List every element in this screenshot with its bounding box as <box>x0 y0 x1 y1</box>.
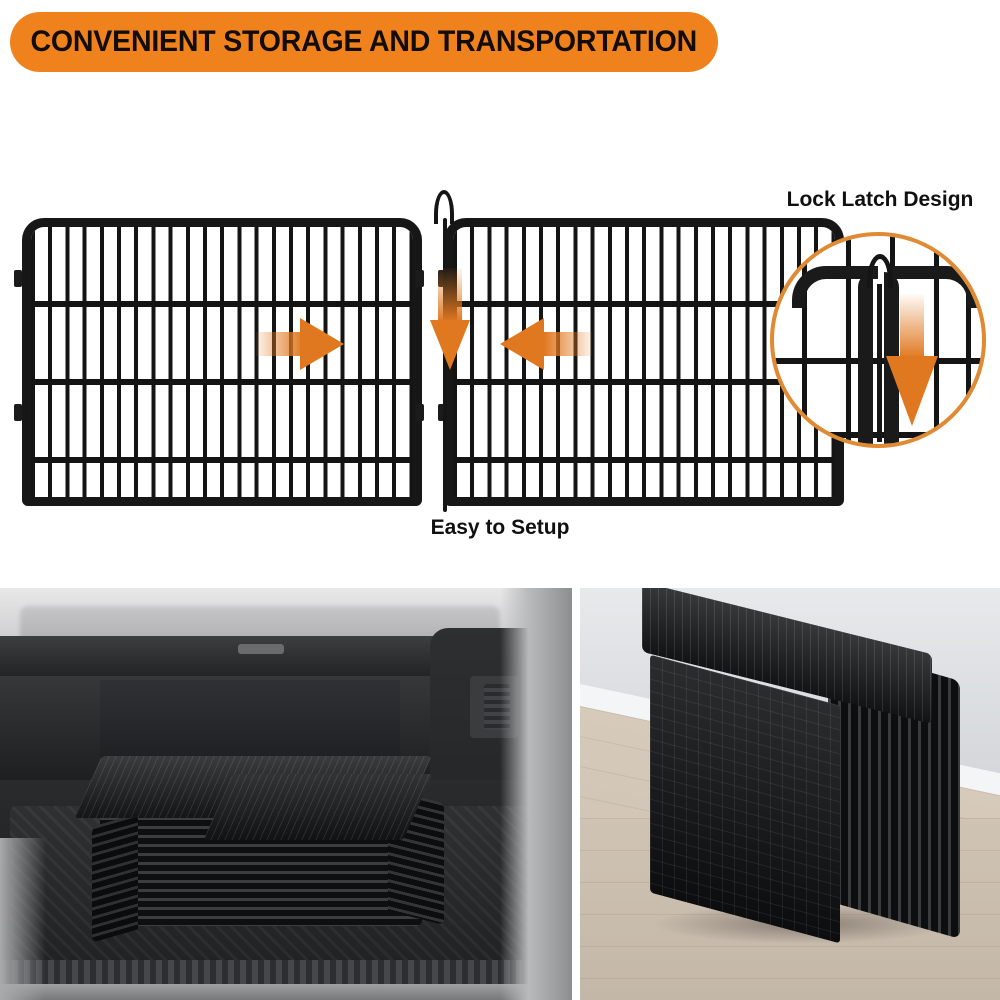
rail <box>453 457 835 463</box>
arrow-right-tail <box>256 332 304 356</box>
zoom-arrow-down-tail <box>900 294 924 358</box>
page-title: CONVENIENT STORAGE AND TRANSPORTATION <box>30 25 698 58</box>
zoom-arrow-down-icon <box>886 356 938 426</box>
hook-icon <box>867 254 893 288</box>
hinge-tab <box>416 404 424 421</box>
arrow-down-icon <box>430 320 470 370</box>
arrow-down-tail <box>438 268 462 322</box>
horizontal-rails <box>31 227 413 497</box>
hinge-tab <box>416 270 424 287</box>
folded-pen-upright <box>642 588 962 958</box>
vertical-bars-icon <box>31 227 413 497</box>
folded-pen-front-panel <box>650 654 840 944</box>
rail <box>453 379 835 385</box>
arrow-left-icon <box>500 318 544 370</box>
setup-diagram: Easy to Setup Lock Latch Design <box>0 80 1000 580</box>
rail <box>31 301 413 307</box>
photo-folded-pen-against-wall <box>580 588 1000 1000</box>
rail <box>453 301 835 307</box>
car-left-body <box>0 838 46 1000</box>
arrow-right-icon <box>300 318 344 370</box>
hinge-tab <box>438 404 446 421</box>
folded-pen-stack-top-second <box>203 774 433 840</box>
lock-latch-title: Lock Latch Design <box>786 188 974 211</box>
zoom-latch-rod <box>877 284 882 442</box>
hinge-tab <box>14 270 22 287</box>
header-banner: CONVENIENT STORAGE AND TRANSPORTATION <box>10 12 718 72</box>
rail <box>31 379 413 385</box>
gate-panel-left <box>22 218 422 506</box>
trunk-bumper <box>0 984 572 1000</box>
lock-latch-callout-circle <box>770 232 986 448</box>
car-rear-pillar <box>500 588 572 1000</box>
hook-icon <box>434 190 454 224</box>
folded-pen-stack-front <box>92 813 138 943</box>
zoom-post-left <box>858 272 873 444</box>
folded-pen-stack <box>74 756 448 946</box>
arrow-left-tail <box>544 332 592 356</box>
photo-folded-pen-in-suv-trunk <box>0 588 572 1000</box>
easy-to-setup-caption: Easy to Setup <box>430 516 570 539</box>
rail <box>31 457 413 463</box>
hinge-tab <box>14 404 22 421</box>
zoom-frame-shoulder-left <box>792 266 878 308</box>
horizontal-rails <box>453 227 835 497</box>
trunk-cover-handle <box>238 644 284 654</box>
trunk-cargo-cover <box>0 636 500 676</box>
